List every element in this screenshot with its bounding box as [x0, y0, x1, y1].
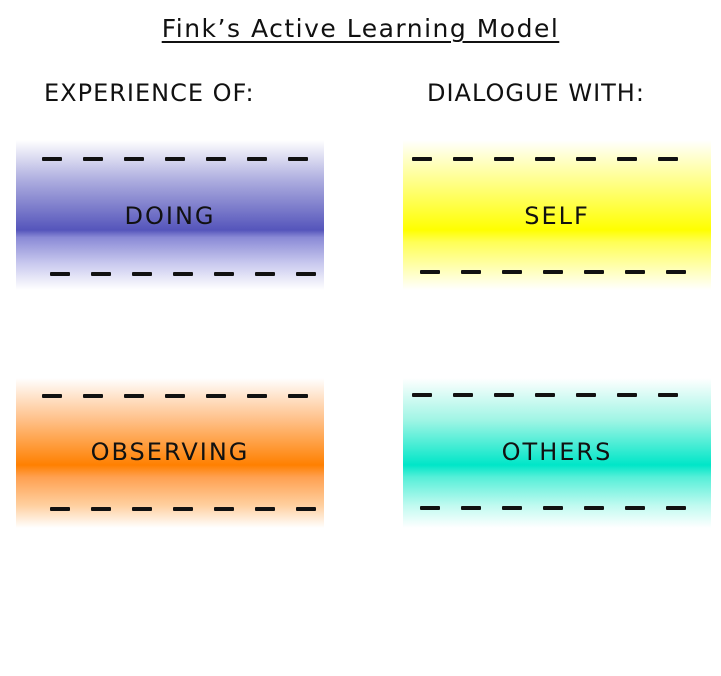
heading-dialogue-with: DIALOGUE WITH:	[427, 79, 645, 107]
dashed-line-bottom	[420, 270, 686, 274]
box-doing: DOING	[16, 140, 324, 290]
dash	[214, 507, 234, 511]
dash	[543, 270, 563, 274]
dashed-line-bottom	[420, 506, 686, 510]
label-doing: DOING	[124, 202, 216, 230]
band-fill	[16, 378, 324, 528]
dash	[617, 393, 637, 397]
dashed-line-bottom	[50, 272, 316, 276]
dash	[91, 507, 111, 511]
box-others: OTHERS	[403, 378, 711, 528]
dash	[42, 394, 62, 398]
dash	[576, 157, 596, 161]
box-self: SELF	[403, 140, 711, 290]
dash	[543, 506, 563, 510]
dash	[50, 507, 70, 511]
dash	[584, 506, 604, 510]
dash	[658, 157, 678, 161]
dash	[453, 157, 473, 161]
dash	[658, 393, 678, 397]
dash	[83, 394, 103, 398]
dash	[576, 393, 596, 397]
title-text: Fink’s Active Learning Model	[161, 14, 560, 43]
dash	[83, 157, 103, 161]
dash	[124, 394, 144, 398]
diagram-title: Fink’s Active Learning Model	[0, 14, 721, 43]
dashed-line-top	[412, 157, 678, 161]
dash	[288, 394, 308, 398]
dash	[296, 507, 316, 511]
dash	[666, 270, 686, 274]
dash	[50, 272, 70, 276]
band-fill	[403, 140, 711, 290]
dashed-line-top	[412, 393, 678, 397]
dash	[420, 270, 440, 274]
dash	[247, 157, 267, 161]
dash	[494, 393, 514, 397]
band-fill	[403, 378, 711, 528]
dashed-line-top	[42, 394, 308, 398]
dash	[132, 507, 152, 511]
band-fill	[16, 140, 324, 290]
dash	[502, 506, 522, 510]
dash	[206, 157, 226, 161]
dash	[453, 393, 473, 397]
dash	[412, 157, 432, 161]
dash	[666, 506, 686, 510]
heading-experience-of: EXPERIENCE OF:	[44, 79, 255, 107]
dash	[625, 506, 645, 510]
dash	[91, 272, 111, 276]
dash	[296, 272, 316, 276]
dash	[420, 506, 440, 510]
dash	[173, 272, 193, 276]
dash	[461, 506, 481, 510]
dash	[206, 394, 226, 398]
dash	[502, 270, 522, 274]
dash	[617, 157, 637, 161]
dash	[535, 157, 555, 161]
dashed-line-bottom	[50, 507, 316, 511]
dash	[132, 272, 152, 276]
dash	[625, 270, 645, 274]
dash	[255, 507, 275, 511]
dash	[412, 393, 432, 397]
dash	[494, 157, 514, 161]
dash	[247, 394, 267, 398]
dash	[461, 270, 481, 274]
dash	[214, 272, 234, 276]
label-others: OTHERS	[501, 438, 613, 466]
box-observing: OBSERVING	[16, 378, 324, 528]
dash	[535, 393, 555, 397]
dash	[288, 157, 308, 161]
dash	[165, 394, 185, 398]
dash	[165, 157, 185, 161]
label-observing: OBSERVING	[90, 438, 250, 466]
dash	[584, 270, 604, 274]
dash	[255, 272, 275, 276]
dash	[173, 507, 193, 511]
dash	[124, 157, 144, 161]
dashed-line-top	[42, 157, 308, 161]
dash	[42, 157, 62, 161]
label-self: SELF	[524, 202, 590, 230]
